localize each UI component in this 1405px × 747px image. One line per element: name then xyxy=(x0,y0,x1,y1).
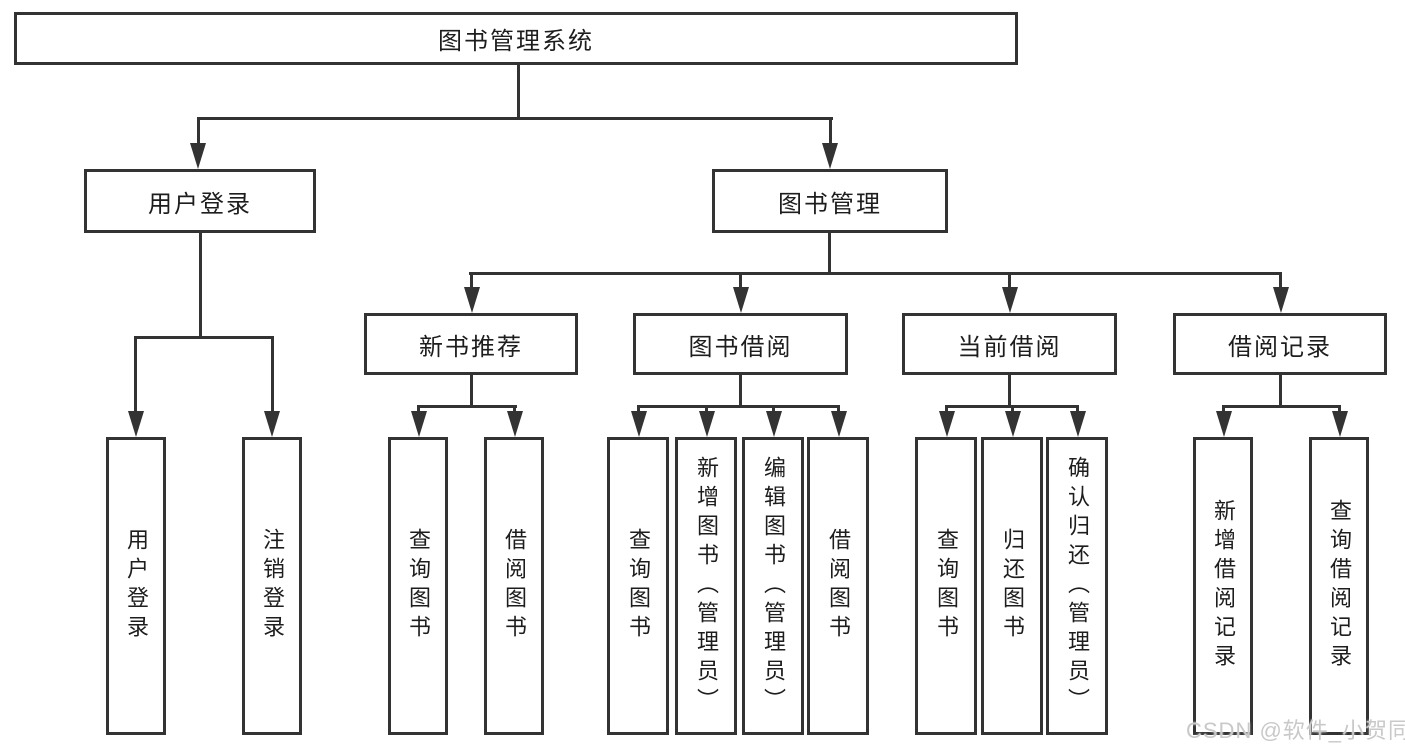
arrowhead-down-icon xyxy=(128,411,144,437)
connector-level1-hline xyxy=(197,117,833,120)
node-library-management-system: 图书管理系统 xyxy=(14,12,1018,65)
arrowhead-down-icon xyxy=(1332,411,1348,437)
connector-user-login-drop xyxy=(197,117,200,147)
arrowhead-down-icon xyxy=(190,143,206,169)
csdn-watermark: CSDN @软件_小贺同学 xyxy=(1186,718,1405,743)
arrowhead-down-icon xyxy=(1273,287,1289,313)
leaf-add-borrow-record: 新增借阅记录 xyxy=(1193,437,1253,735)
leaf-query-books-recommend: 查询图书 xyxy=(388,437,448,735)
connector-drop xyxy=(1008,272,1011,292)
connector-drop xyxy=(271,336,274,416)
arrowhead-down-icon xyxy=(264,411,280,437)
connector-book-mgmt-drop xyxy=(829,117,832,147)
connector-drop xyxy=(470,272,473,292)
connector-group-stub xyxy=(1008,375,1011,407)
leaf-edit-books-admin: 编辑图书（管理员） xyxy=(742,437,804,735)
leaf-user-login: 用户登录 xyxy=(106,437,166,735)
node-user-login: 用户登录 xyxy=(84,169,316,233)
arrowhead-down-icon xyxy=(831,411,847,437)
connector-drop xyxy=(1279,272,1282,292)
connector-group-hline xyxy=(637,405,840,408)
leaf-borrow-books-recommend: 借阅图书 xyxy=(484,437,544,735)
connector-drop xyxy=(134,336,137,416)
connector-book-mgmt-stub xyxy=(828,233,831,275)
arrowhead-down-icon xyxy=(733,287,749,313)
arrowhead-down-icon xyxy=(1002,287,1018,313)
connector-group-hline xyxy=(1222,405,1341,408)
leaf-query-books-borrow: 查询图书 xyxy=(607,437,669,735)
connector-group-stub xyxy=(739,375,742,407)
arrowhead-down-icon xyxy=(1005,411,1021,437)
arrowhead-down-icon xyxy=(631,411,647,437)
arrowhead-down-icon xyxy=(1216,411,1232,437)
leaf-logout: 注销登录 xyxy=(242,437,302,735)
connector-group-hline xyxy=(417,405,517,408)
node-borrow-records: 借阅记录 xyxy=(1173,313,1387,375)
leaf-return-books: 归还图书 xyxy=(981,437,1043,735)
leaf-query-borrow-record: 查询借阅记录 xyxy=(1309,437,1369,735)
node-book-borrow: 图书借阅 xyxy=(633,313,848,375)
connector-group-stub xyxy=(1279,375,1282,407)
node-new-book-recommend: 新书推荐 xyxy=(364,313,578,375)
connector-group-stub xyxy=(470,375,473,407)
connector-user-login-hline xyxy=(134,336,274,339)
leaf-query-books-current: 查询图书 xyxy=(915,437,977,735)
leaf-confirm-return-admin: 确认归还（管理员） xyxy=(1046,437,1108,735)
arrowhead-down-icon xyxy=(939,411,955,437)
connector-level2-hline xyxy=(469,272,1282,275)
node-book-management: 图书管理 xyxy=(712,169,948,233)
node-current-borrow: 当前借阅 xyxy=(902,313,1117,375)
arrowhead-down-icon xyxy=(1070,411,1086,437)
connector-root-stub xyxy=(517,65,520,118)
connector-drop xyxy=(739,272,742,292)
leaf-add-books-admin: 新增图书（管理员） xyxy=(675,437,737,735)
connector-user-login-stub xyxy=(199,233,202,339)
arrowhead-down-icon xyxy=(464,287,480,313)
arrowhead-down-icon xyxy=(411,411,427,437)
arrowhead-down-icon xyxy=(822,143,838,169)
arrowhead-down-icon xyxy=(507,411,523,437)
arrowhead-down-icon xyxy=(766,411,782,437)
arrowhead-down-icon xyxy=(699,411,715,437)
leaf-borrow-books: 借阅图书 xyxy=(807,437,869,735)
